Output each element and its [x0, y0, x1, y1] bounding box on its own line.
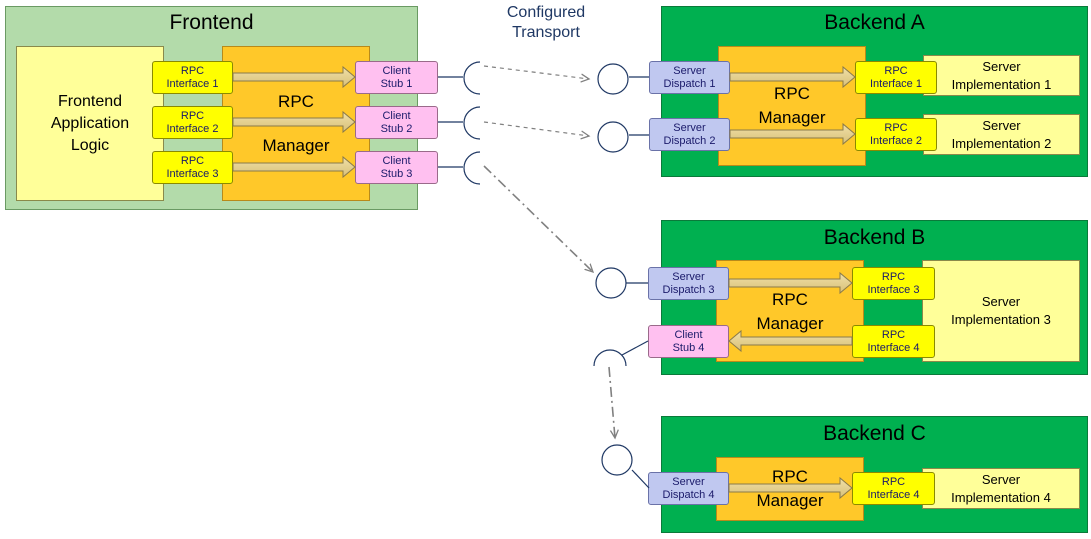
backend-a-server-implementation-1: Server Implementation 1: [923, 55, 1080, 96]
transport-link-1: [483, 65, 589, 79]
chip-label: Client Stub 2: [380, 109, 413, 135]
chip-label: RPC Interface 3: [867, 270, 920, 296]
chip-label: Server Dispatch 1: [663, 64, 716, 90]
backend-b-server-implementation-3: Server Implementation 3: [922, 260, 1080, 362]
frontend-title: Frontend: [169, 11, 254, 34]
dispatch-2-port: [597, 121, 629, 153]
backend-c-server-implementation-4: Server Implementation 4: [922, 468, 1080, 509]
backend-c-flow-arrow-4: [728, 476, 853, 500]
backend-b-flow-arrow-3: [728, 271, 853, 295]
backend-b-manager-text: RPC Manager: [716, 288, 864, 336]
configured-transport-label: Configured Transport: [478, 3, 614, 43]
chip-label: RPC Interface 4: [867, 328, 920, 354]
backend-b-flow-arrow-4: [728, 329, 853, 353]
chip-label: RPC Interface 4: [867, 475, 920, 501]
backend-a-server-implementation-2: Server Implementation 2: [923, 114, 1080, 155]
chip-label: Server Dispatch 2: [663, 121, 716, 147]
backend-b-title: Backend B: [823, 226, 926, 249]
backend-a-server-dispatch-1: Server Dispatch 1: [649, 61, 730, 94]
chip-label: Client Stub 3: [380, 154, 413, 180]
manager-label: RPC Manager: [758, 84, 826, 127]
backend-b-client-stub-4: Client Stub 4: [648, 325, 729, 358]
stub-4-socket: [593, 349, 627, 367]
impl-label: Server Implementation 4: [951, 471, 1051, 505]
stub-3-socket: [463, 151, 481, 185]
frontend-client-stub-3: Client Stub 3: [355, 151, 438, 184]
frontend-manager-line1: RPC: [278, 92, 314, 111]
frontend-client-stub-2: Client Stub 2: [355, 106, 438, 139]
chip-label: Client Stub 1: [380, 64, 413, 90]
frontend-flow-arrow-3: [232, 155, 356, 179]
backend-a-server-dispatch-2: Server Dispatch 2: [649, 118, 730, 151]
impl-label: Server Implementation 1: [951, 58, 1052, 92]
backend-b-rpc-interface-4: RPC Interface 4: [852, 325, 935, 358]
dispatch-3-port: [595, 267, 627, 299]
backend-a-flow-arrow-2: [729, 122, 856, 146]
frontend-rpc-interface-3: RPC Interface 3: [152, 151, 233, 184]
stub-4-socket-stem: [621, 340, 649, 356]
transport-link-2: [483, 121, 589, 136]
chip-label: Server Dispatch 4: [662, 475, 715, 501]
frontend-rpc-interface-1: RPC Interface 1: [152, 61, 233, 94]
dispatch-4-stem: [631, 469, 650, 489]
backend-a-flow-arrow-1: [729, 65, 856, 89]
frontend-flow-arrow-1: [232, 65, 356, 89]
backend-b-rpc-interface-3: RPC Interface 3: [852, 267, 935, 300]
backend-c-rpc-interface-4: RPC Interface 4: [852, 472, 935, 505]
frontend-manager-line2: Manager: [262, 136, 330, 155]
backend-c-title: Backend C: [823, 422, 926, 445]
backend-a-manager-text: RPC Manager: [718, 82, 866, 130]
frontend-logic-label: Frontend Application Logic: [50, 92, 130, 154]
dispatch-4-port: [601, 444, 633, 476]
frontend-flow-arrow-2: [232, 110, 356, 134]
chip-label: RPC Interface 3: [166, 154, 219, 180]
impl-label: Server Implementation 2: [951, 117, 1052, 151]
stub-1-socket: [463, 61, 481, 95]
chip-label: RPC Interface 1: [166, 64, 219, 90]
dispatch-1-port: [597, 63, 629, 95]
manager-label: RPC Manager: [756, 290, 824, 333]
frontend-application-logic: Frontend Application Logic: [16, 46, 164, 201]
backend-a-title: Backend A: [824, 11, 925, 34]
backend-a-rpc-interface-1: RPC Interface 1: [855, 61, 937, 94]
chip-label: Client Stub 4: [672, 328, 705, 354]
transport-link-4: [608, 366, 615, 438]
transport-link-3: [483, 165, 593, 272]
backend-c-manager-text: RPC Manager: [716, 465, 864, 513]
frontend-rpc-interface-2: RPC Interface 2: [152, 106, 233, 139]
manager-label: RPC Manager: [756, 467, 824, 510]
chip-label: RPC Interface 2: [166, 109, 219, 135]
chip-label: RPC Interface 2: [870, 121, 922, 147]
chip-label: RPC Interface 1: [870, 64, 922, 90]
impl-label: Server Implementation 3: [951, 294, 1051, 327]
transport-text: Configured Transport: [506, 4, 586, 41]
chip-label: Server Dispatch 3: [662, 270, 715, 296]
backend-a-rpc-manager: [718, 46, 866, 166]
stub-2-socket: [463, 106, 481, 140]
backend-b-server-dispatch-3: Server Dispatch 3: [648, 267, 729, 300]
frontend-client-stub-1: Client Stub 1: [355, 61, 438, 94]
backend-a-rpc-interface-2: RPC Interface 2: [855, 118, 937, 151]
